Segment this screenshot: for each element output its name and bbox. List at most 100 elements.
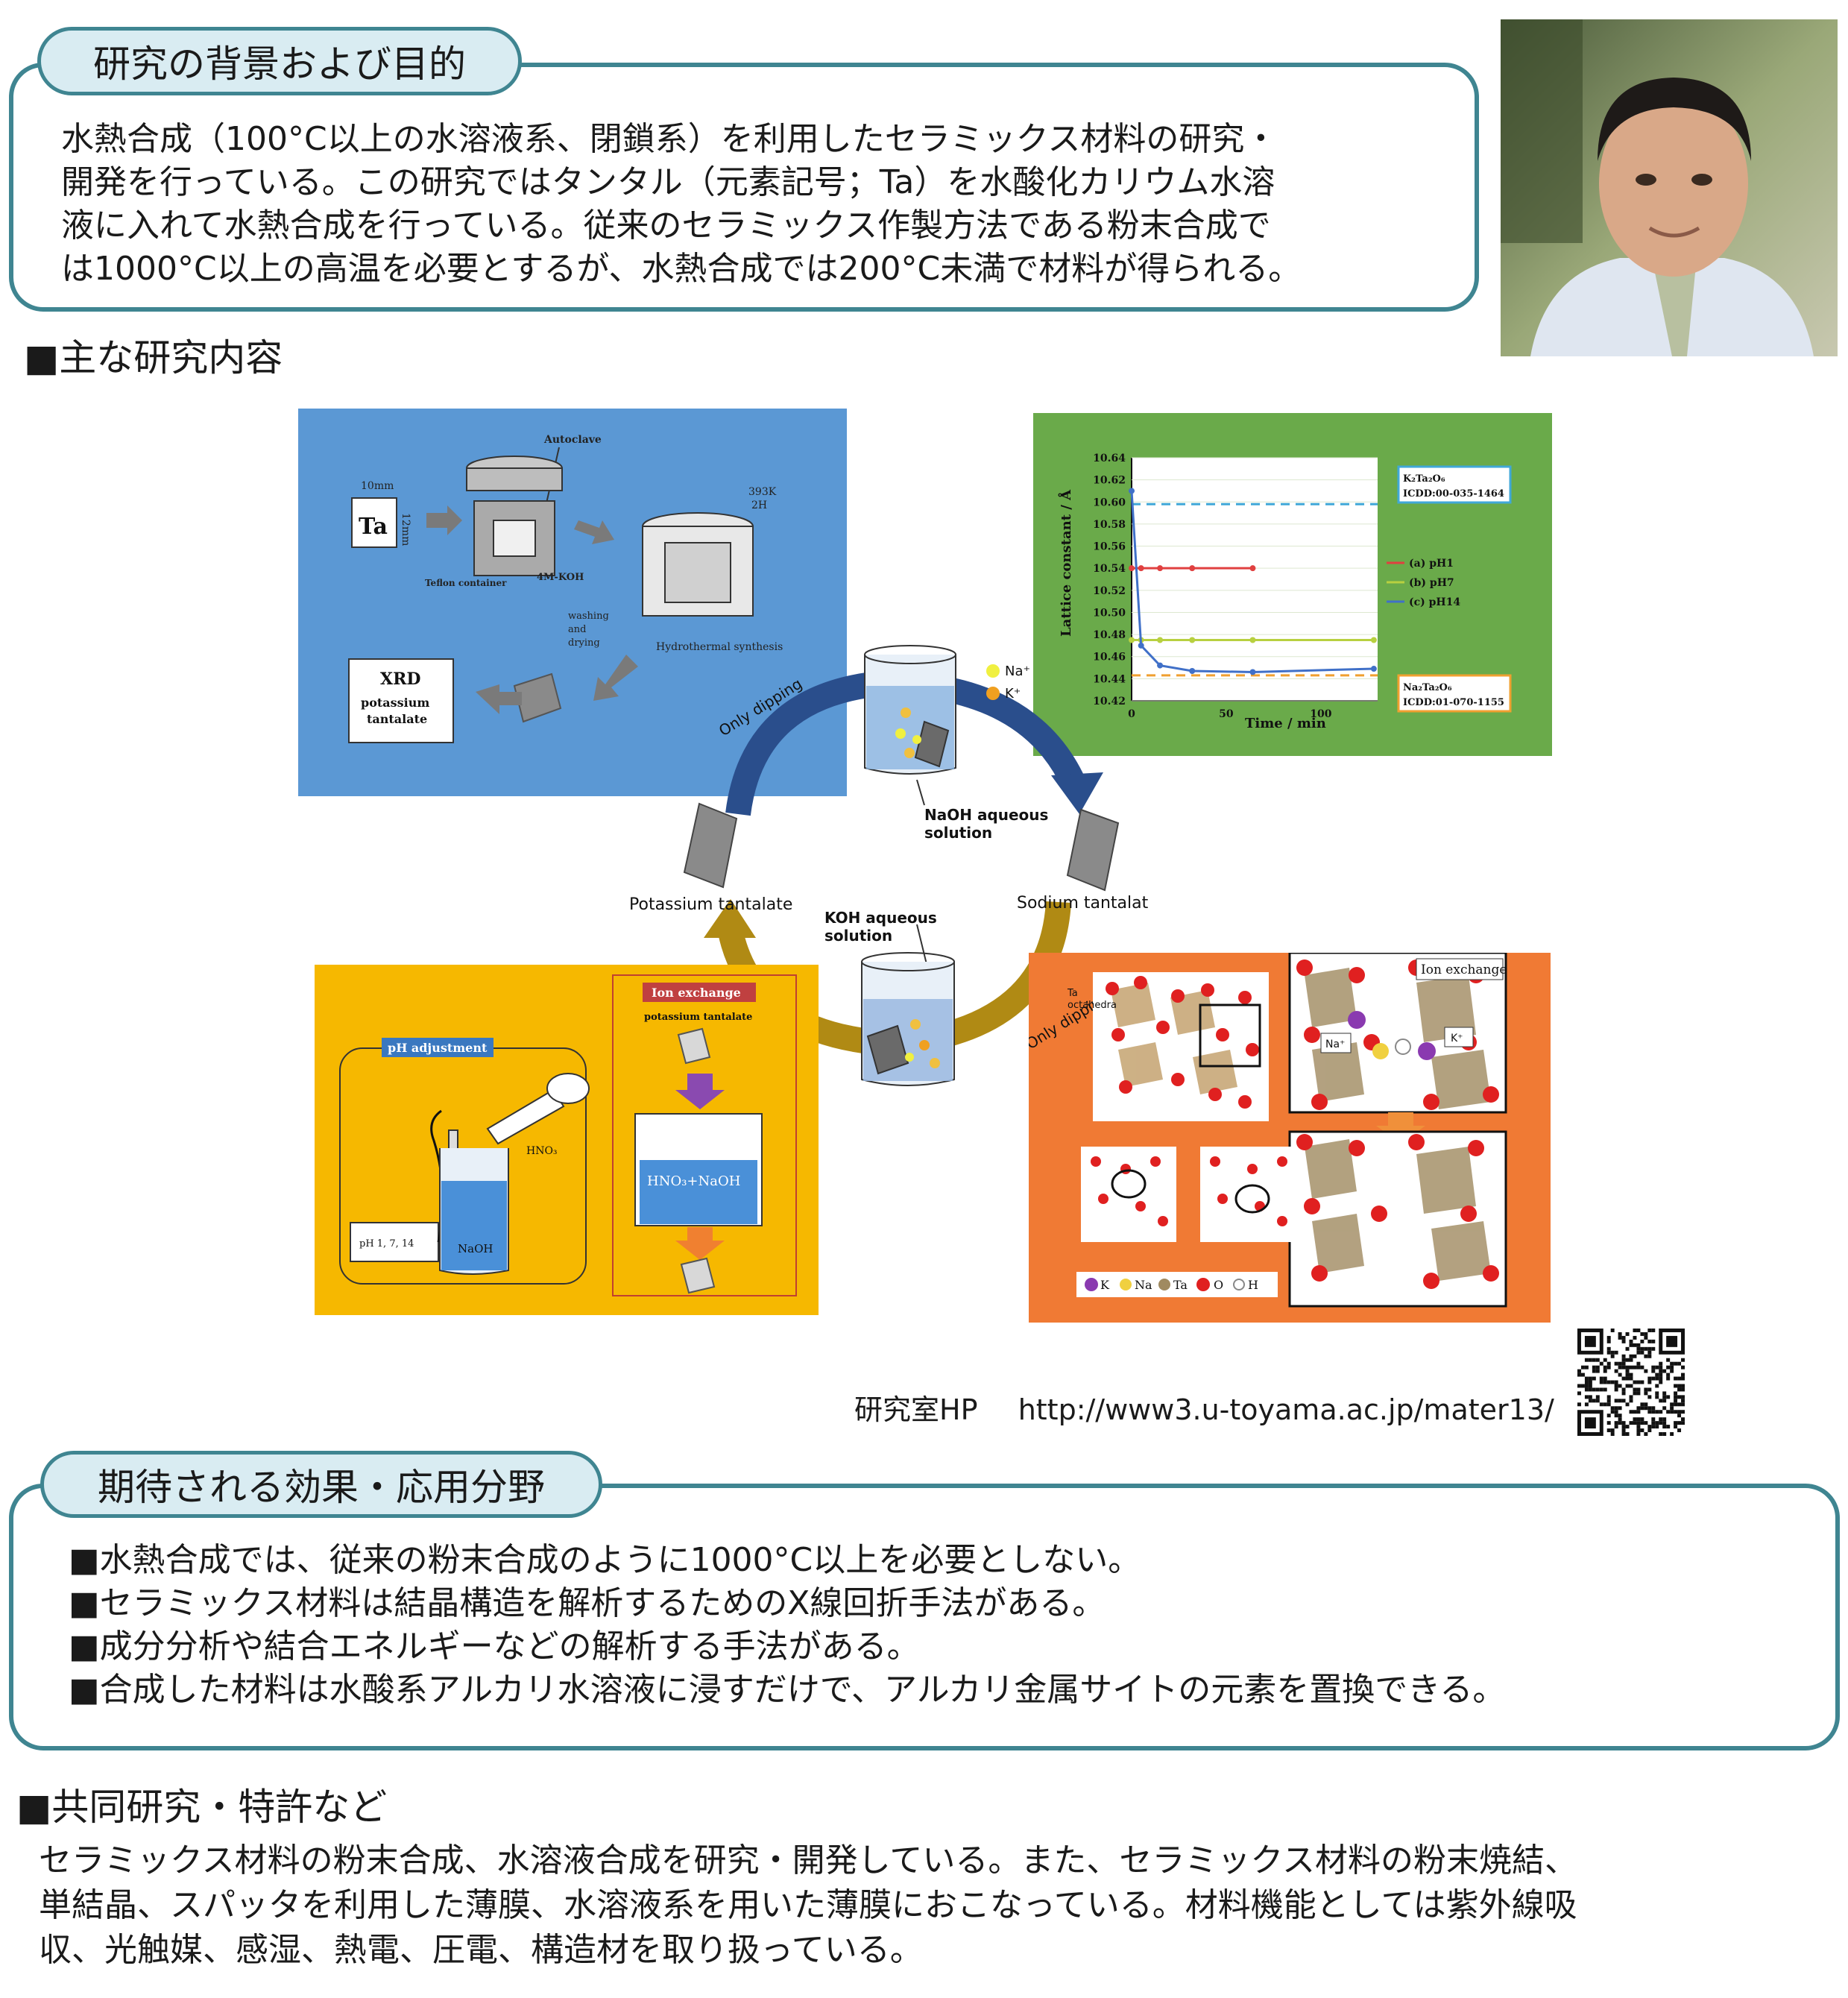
qr-cell xyxy=(1633,1387,1637,1392)
qr-cell xyxy=(1599,1376,1603,1381)
qr-cell xyxy=(1595,1395,1600,1399)
qr-cell xyxy=(1629,1399,1633,1403)
qr-cell xyxy=(1633,1391,1637,1396)
y-tick-label: 10.58 xyxy=(1093,519,1126,531)
qr-cell xyxy=(1662,1425,1667,1429)
hno3-label: HNO₃ xyxy=(526,1145,558,1157)
qr-cell xyxy=(1621,1421,1626,1425)
background-line: は1000°C以上の高温を必要とするが、水熱合成では200°C未満で材料が得られ… xyxy=(61,250,1302,288)
background-text: 水熱合成（100°C以上の水溶液系、閉鎖系）を利用したセラミックス材料の研究・ … xyxy=(61,118,1301,291)
data-point xyxy=(1157,565,1164,572)
legend-label: (a) pH1 xyxy=(1409,558,1454,570)
data-point xyxy=(1138,565,1144,572)
qr-cell xyxy=(1629,1376,1633,1381)
qr-cell xyxy=(1651,1410,1656,1414)
qr-cell xyxy=(1647,1329,1652,1332)
main-research-heading: ■主な研究内容 xyxy=(24,336,283,379)
qr-cell xyxy=(1625,1346,1630,1351)
qr-cell xyxy=(1599,1387,1603,1392)
qr-cell xyxy=(1618,1332,1622,1336)
data-point xyxy=(1189,637,1196,643)
qr-cell xyxy=(1614,1410,1618,1414)
time-label: 2H xyxy=(751,500,767,511)
qr-cell xyxy=(1644,1332,1648,1336)
qr-cell xyxy=(1640,1346,1644,1351)
y-tick-label: 10.42 xyxy=(1093,696,1126,708)
qr-cell xyxy=(1670,1406,1674,1411)
qr-cell xyxy=(1670,1365,1674,1370)
koh-label: KOH aqueous xyxy=(824,909,937,927)
qr-cell xyxy=(1681,1410,1685,1414)
qr-cell xyxy=(1629,1365,1633,1370)
qr-cell xyxy=(1636,1343,1641,1347)
legend-o: O xyxy=(1214,1278,1223,1292)
qr-cell xyxy=(1618,1406,1622,1411)
qr-cell xyxy=(1621,1335,1626,1340)
qr-cell xyxy=(1606,1346,1611,1351)
qr-cell xyxy=(1636,1425,1641,1429)
qr-cell xyxy=(1606,1428,1611,1433)
ta-octa-label: Ta xyxy=(1067,988,1078,999)
qr-cell xyxy=(1633,1335,1637,1340)
qr-cell xyxy=(1659,1410,1663,1414)
qr-cell xyxy=(1651,1421,1656,1425)
qr-cell xyxy=(1599,1380,1603,1384)
qr-cell xyxy=(1640,1421,1644,1425)
x-tick-label: 50 xyxy=(1219,708,1234,720)
qr-cell xyxy=(1606,1402,1611,1407)
qr-cell xyxy=(1614,1361,1618,1366)
qr-cell xyxy=(1633,1329,1637,1332)
qr-cell xyxy=(1655,1421,1659,1425)
qr-cell xyxy=(1666,1425,1671,1429)
qr-cell xyxy=(1666,1358,1671,1362)
qr-cell xyxy=(1588,1376,1592,1381)
ref-bottom-label1: Na₂Ta₂O₆ xyxy=(1403,682,1452,693)
qr-cell xyxy=(1595,1358,1600,1362)
naoh-label: NaOH aqueous xyxy=(924,806,1048,824)
data-point xyxy=(1138,642,1144,649)
x-axis-label: Time / min xyxy=(1245,716,1326,731)
qr-cell xyxy=(1647,1428,1652,1433)
lab-hp-url[interactable]: http://www3.u-toyama.ac.jp/mater13/ xyxy=(1018,1393,1554,1426)
qr-cell xyxy=(1644,1387,1648,1392)
qr-cell xyxy=(1610,1410,1615,1414)
qr-cell xyxy=(1610,1380,1615,1384)
qr-cell xyxy=(1610,1432,1615,1436)
qr-cell xyxy=(1606,1399,1611,1403)
octa-label: octahedra xyxy=(1068,1000,1117,1011)
cycle-arrow-head xyxy=(1051,772,1103,814)
qr-cell xyxy=(1677,1414,1682,1418)
potassium-tantalate-label: Potassium tantalate xyxy=(629,895,792,914)
qr-cell xyxy=(1603,1365,1607,1370)
plot-area xyxy=(1132,458,1378,701)
qr-cell xyxy=(1595,1365,1600,1370)
qr-cell xyxy=(1636,1432,1641,1436)
na-legend: Na⁺ xyxy=(1005,664,1030,679)
qr-code[interactable] xyxy=(1577,1329,1685,1436)
qr-cell xyxy=(1610,1406,1615,1411)
temp-label: 393K xyxy=(748,486,777,498)
qr-cell xyxy=(1636,1410,1641,1414)
qr-cell xyxy=(1659,1421,1663,1425)
ref-bottom-box xyxy=(1397,674,1512,713)
qr-cell xyxy=(1629,1384,1633,1388)
qr-cell xyxy=(1674,1421,1678,1425)
qr-cell xyxy=(1606,1339,1611,1343)
qr-cell xyxy=(1640,1417,1644,1422)
qr-cell xyxy=(1636,1329,1641,1332)
qr-cell xyxy=(1670,1432,1674,1436)
qr-cell xyxy=(1655,1384,1659,1388)
qr-cell xyxy=(1662,1432,1667,1436)
qr-cell xyxy=(1644,1335,1648,1340)
qr-cell xyxy=(1580,1373,1585,1377)
qr-cell xyxy=(1662,1417,1667,1422)
y-tick-label: 10.62 xyxy=(1093,475,1126,487)
qr-cell xyxy=(1603,1387,1607,1392)
qr-cell xyxy=(1606,1380,1611,1384)
qr-cell xyxy=(1629,1339,1633,1343)
qr-cell xyxy=(1636,1350,1641,1355)
qr-cell xyxy=(1621,1365,1626,1370)
qr-cell xyxy=(1603,1358,1607,1362)
expected-title: 期待される効果・応用分野 xyxy=(40,1451,602,1518)
x-tick-label: 100 xyxy=(1310,708,1331,720)
